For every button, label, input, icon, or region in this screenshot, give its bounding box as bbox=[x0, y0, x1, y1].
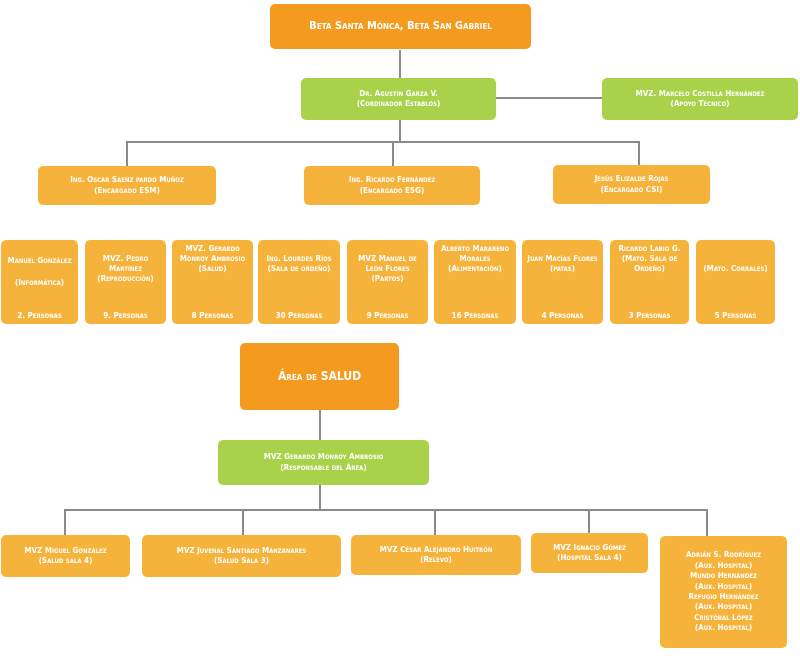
connector-line bbox=[399, 120, 401, 142]
manager-box-esg: Ing. Ricardo Fernández (Encargado ESG) bbox=[304, 166, 480, 205]
staff-role: (Informática) bbox=[14, 278, 65, 288]
connector-line bbox=[392, 141, 394, 166]
health-member-role: (Salud sala 4) bbox=[38, 556, 93, 565]
health-head-box: MVZ Gerardo Monroy Ambrosio (Responsable… bbox=[218, 440, 429, 485]
manager-box-csi: Jesús Elizalde Rojas (Encargado CSI) bbox=[553, 165, 710, 204]
connector-line bbox=[64, 509, 66, 535]
staff-box: MVZ. Pedro Martínez (Reproducción) 9. Pe… bbox=[85, 240, 166, 324]
staff-name: Ricardo Labio G. bbox=[618, 244, 681, 253]
connector-line bbox=[706, 509, 708, 536]
health-aux-name: Cristóbal López bbox=[694, 612, 753, 622]
health-member-name: MVZ Juvenal Santiago Manzanares bbox=[176, 545, 307, 555]
health-member-box: MVZ Juvenal Santiago Manzanares (Salud S… bbox=[142, 535, 341, 577]
staff-name: Alberto Marareno Morales bbox=[440, 244, 510, 264]
staff-box: MVZ Manuel de León Flores (Partos) 9 Per… bbox=[347, 240, 428, 324]
health-member-box: MVZ Miguel González (Salud sala 4) bbox=[1, 535, 130, 577]
health-member-role: (Relevo) bbox=[420, 555, 452, 564]
health-area-title: Área de SALUD bbox=[277, 368, 362, 383]
connector-line bbox=[126, 141, 640, 143]
staff-role: (Sala de ordeño) bbox=[267, 264, 331, 274]
staff-count: 3 Personas bbox=[628, 310, 671, 320]
health-member-name: MVZ Miguel González bbox=[24, 545, 107, 555]
staff-role: (Reproducción) bbox=[97, 274, 154, 284]
staff-name: Ing. Lourdes Ríos bbox=[266, 254, 332, 263]
health-member-box: MVZ César Alejandro Huitrón (Relevo) bbox=[351, 535, 521, 575]
staff-role: (Mato. Corrales) bbox=[703, 264, 768, 273]
health-aux-role: (Aux. Hospital) bbox=[694, 623, 753, 633]
staff-count: 16 Personas bbox=[451, 310, 499, 320]
connector-line bbox=[434, 509, 436, 535]
staff-box: (Mato. Corrales) 5 Personas bbox=[696, 240, 775, 324]
staff-name: MVZ. Pedro Martínez bbox=[102, 254, 149, 274]
staff-name: Manuel González bbox=[7, 256, 72, 265]
manager-name: Ing. Oscar Saenz pardo Muñoz bbox=[70, 175, 184, 185]
manager-box-esm: Ing. Oscar Saenz pardo Muñoz (Encargado … bbox=[38, 166, 216, 205]
manager-role: (Encargado ESM) bbox=[94, 185, 160, 195]
staff-role: (Salud) bbox=[198, 264, 227, 274]
health-member-name: MVZ César Alejandro Huitrón bbox=[379, 544, 493, 554]
staff-role: (Partos) bbox=[371, 274, 404, 284]
health-member-name: MVZ Ignacio Gómez bbox=[553, 542, 626, 552]
technical-support-name: MVZ. Marcelo Costilla Hernández bbox=[635, 88, 765, 98]
org-top-box: Beta Santa Mónca, Beta San Gabriel bbox=[270, 4, 531, 49]
manager-name: Jesús Elizalde Rojas bbox=[594, 174, 669, 184]
connector-line bbox=[319, 410, 321, 440]
staff-box: Manuel González (Informática) 2. Persona… bbox=[1, 240, 78, 324]
connector-line bbox=[126, 141, 128, 166]
staff-name: Juan Macías Flores bbox=[527, 254, 598, 263]
org-top-title: Beta Santa Mónca, Beta San Gabriel bbox=[309, 19, 492, 33]
staff-name: MVZ Manuel de León Flores bbox=[358, 254, 417, 274]
health-aux-name: Mundo Hernández bbox=[690, 571, 757, 581]
staff-count: 2. Personas bbox=[17, 310, 62, 320]
staff-box: Juan Macías Flores (patas) 4 Personas bbox=[522, 240, 603, 324]
manager-role: (Encargado CSI) bbox=[600, 184, 663, 194]
staff-role: (Alimentación) bbox=[448, 264, 502, 274]
connector-line bbox=[242, 509, 244, 535]
staff-name: MVZ. Gerardo Monroy Ambrosio bbox=[179, 244, 246, 264]
staff-box: MVZ. Gerardo Monroy Ambrosio (Salud) 8 P… bbox=[172, 240, 253, 324]
staff-box: Ricardo Labio G. (Mato. Sala de Ordeño) … bbox=[610, 240, 689, 324]
staff-count: 9 Personas bbox=[366, 310, 409, 320]
health-aux-role: (Aux. Hospital) bbox=[694, 581, 753, 591]
health-member-role: (Hospital Sala 4) bbox=[557, 553, 622, 562]
staff-count: 30 Personas bbox=[275, 310, 323, 320]
staff-role: (Mato. Sala de Ordeño) bbox=[621, 254, 678, 274]
technical-support-role: (Apoyo Técnico) bbox=[670, 99, 730, 108]
coordinator-name: Dr. Agustín Garza V. bbox=[359, 88, 438, 98]
staff-count: 9. Personas bbox=[103, 310, 148, 320]
connector-line bbox=[319, 485, 321, 510]
staff-role: (patas) bbox=[550, 264, 575, 274]
staff-count: 4 Personas bbox=[541, 310, 584, 320]
health-head-role: (Responsable del Área) bbox=[280, 462, 367, 472]
connector-line bbox=[64, 509, 708, 511]
connector-line bbox=[399, 50, 401, 78]
connector-line bbox=[496, 97, 602, 99]
manager-role: (Encargado ESG) bbox=[359, 185, 425, 195]
connector-line bbox=[588, 509, 590, 533]
coordinator-role: (Cordinador Establos) bbox=[356, 99, 441, 108]
staff-box: Alberto Marareno Morales (Alimentación) … bbox=[434, 240, 516, 324]
health-member-box: MVZ Ignacio Gómez (Hospital Sala 4) bbox=[531, 533, 648, 573]
health-aux-name: Adrián S. Rodríguez bbox=[685, 550, 762, 560]
health-aux-name: Refugio Hernández bbox=[688, 592, 759, 601]
health-aux-role: (Aux. Hospital) bbox=[694, 602, 753, 612]
health-member-role: (Salud Sala 3) bbox=[213, 556, 270, 565]
health-aux-box: Adrián S. Rodríguez (Aux. Hospital) Mund… bbox=[660, 536, 787, 648]
staff-count: 5 Personas bbox=[714, 310, 757, 320]
connector-line bbox=[638, 141, 640, 165]
health-head-name: MVZ Gerardo Monroy Ambrosio bbox=[263, 452, 384, 462]
health-aux-role: (Aux. Hospital) bbox=[694, 560, 753, 570]
staff-count: 8 Personas bbox=[191, 310, 234, 320]
manager-name: Ing. Ricardo Fernández bbox=[348, 175, 436, 185]
staff-box: Ing. Lourdes Ríos (Sala de ordeño) 30 Pe… bbox=[258, 240, 340, 324]
health-area-box: Área de SALUD bbox=[240, 343, 399, 410]
technical-support-box: MVZ. Marcelo Costilla Hernández (Apoyo T… bbox=[602, 78, 798, 120]
coordinator-box: Dr. Agustín Garza V. (Cordinador Establo… bbox=[301, 78, 496, 120]
